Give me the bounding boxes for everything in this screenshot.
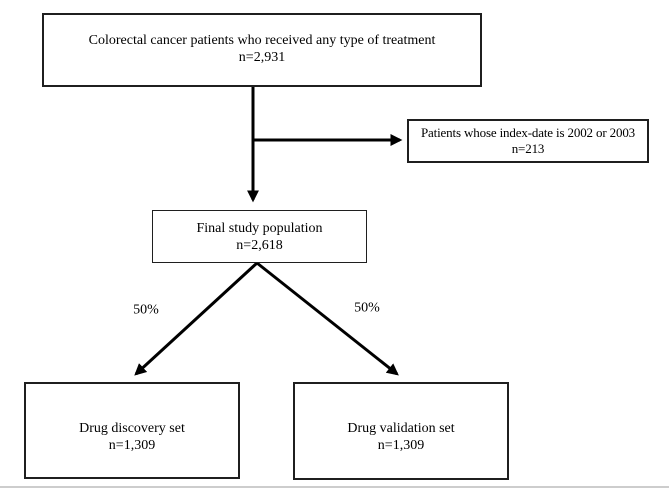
- treatment-population-count: n=2,931: [238, 50, 286, 65]
- box-excluded-index-date: Patients whose index-date is 2002 or 200…: [407, 119, 649, 163]
- arrow-split-right: [256, 261, 399, 376]
- drug-discovery-set-count: n=1,309: [108, 437, 156, 453]
- final-study-population-label: Final study population: [196, 220, 323, 236]
- arrow-split-left: [134, 261, 259, 376]
- final-study-population-count: n=2,618: [236, 237, 283, 253]
- bottom-divider: [0, 486, 669, 488]
- split-percentage-left: 50%: [133, 302, 159, 318]
- treatment-population-label: Colorectal cancer patients who received …: [88, 33, 436, 48]
- excluded-index-date-count: n=213: [511, 141, 545, 156]
- split-percentage-right: 50%: [354, 300, 380, 316]
- drug-validation-set-count: n=1,309: [377, 438, 425, 453]
- box-drug-discovery-set: Drug discovery set n=1,309: [24, 382, 240, 479]
- box-treatment-population: Colorectal cancer patients who received …: [42, 13, 482, 87]
- excluded-index-date-label: Patients whose index-date is 2002 or 200…: [420, 125, 636, 140]
- box-drug-validation-set: Drug validation set n=1,309: [293, 382, 509, 480]
- box-final-study-population: Final study population n=2,618: [152, 210, 367, 263]
- drug-discovery-set-label: Drug discovery set: [79, 420, 185, 436]
- drug-validation-set-label: Drug validation set: [347, 421, 455, 436]
